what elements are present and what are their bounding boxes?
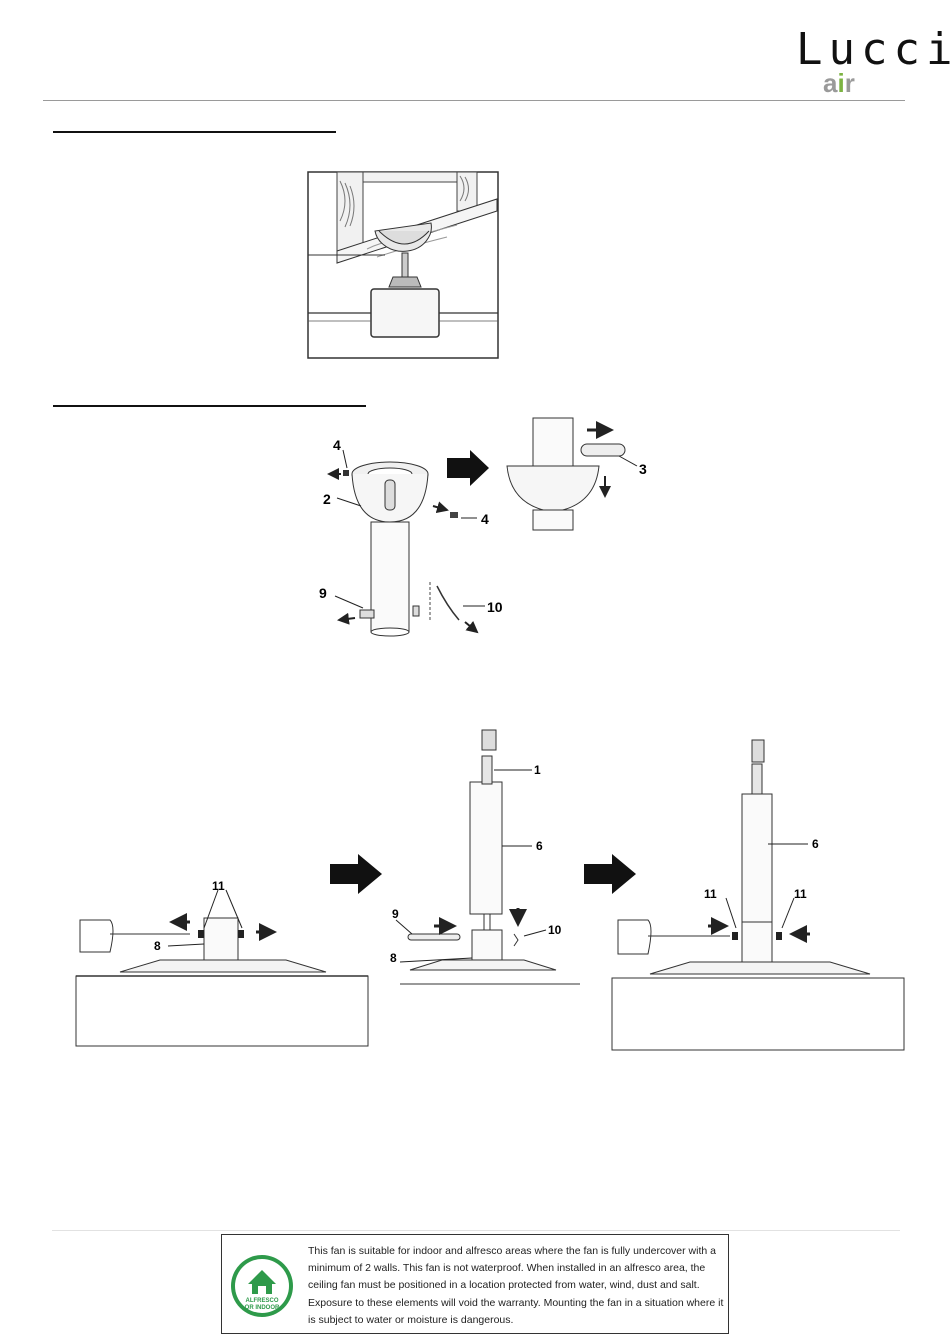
logo-letter-r: r	[844, 68, 855, 98]
step-b-label-6: 6	[536, 839, 543, 853]
alfresco-or-indoor-badge-icon: ALFRESCO OR INDOOR	[231, 1255, 293, 1317]
alfresco-notice-box: ALFRESCO OR INDOOR This fan is suitable …	[221, 1234, 729, 1334]
step-c-label-11-left: 11	[704, 887, 717, 901]
part-label-10: 10	[487, 599, 503, 615]
step-b-label-9: 9	[392, 907, 399, 921]
step-b-label-1: 1	[534, 763, 541, 777]
step-b-label-8: 8	[390, 951, 397, 965]
section-heading-underline-1	[53, 131, 336, 133]
step-c-label-11-right: 11	[794, 887, 807, 901]
brand-logo-subbrand: air	[823, 70, 855, 96]
badge-line-2: OR INDOOR	[245, 1305, 280, 1311]
logo-letter-i: i	[837, 68, 845, 98]
header-divider	[43, 100, 905, 101]
reassembly-steps-illustration: 11 8 1 6 9 10 8 6 11 11	[75, 729, 905, 1051]
footer-divider	[52, 1230, 900, 1231]
sloped-ceiling-illustration	[307, 171, 499, 359]
section-heading-underline-2	[53, 405, 366, 407]
badge-line-1: ALFRESCO	[246, 1298, 279, 1304]
part-label-2: 2	[323, 491, 331, 507]
notice-text: This fan is suitable for indoor and alfr…	[308, 1245, 724, 1326]
logo-letter-a: a	[823, 68, 838, 98]
step-c-label-6: 6	[812, 837, 819, 851]
part-label-3: 3	[639, 461, 647, 477]
part-label-4-top: 4	[333, 437, 341, 453]
canopy-downrod-illustration: 4 2 4 9 10 3	[319, 417, 647, 637]
step-a-label-8: 8	[154, 939, 161, 953]
part-label-4-side: 4	[481, 511, 489, 527]
part-label-9: 9	[319, 585, 327, 601]
step-a-label-11: 11	[212, 879, 225, 893]
brand-logo-wordmark: Lucci	[796, 24, 950, 75]
step-b-label-10: 10	[548, 923, 562, 937]
